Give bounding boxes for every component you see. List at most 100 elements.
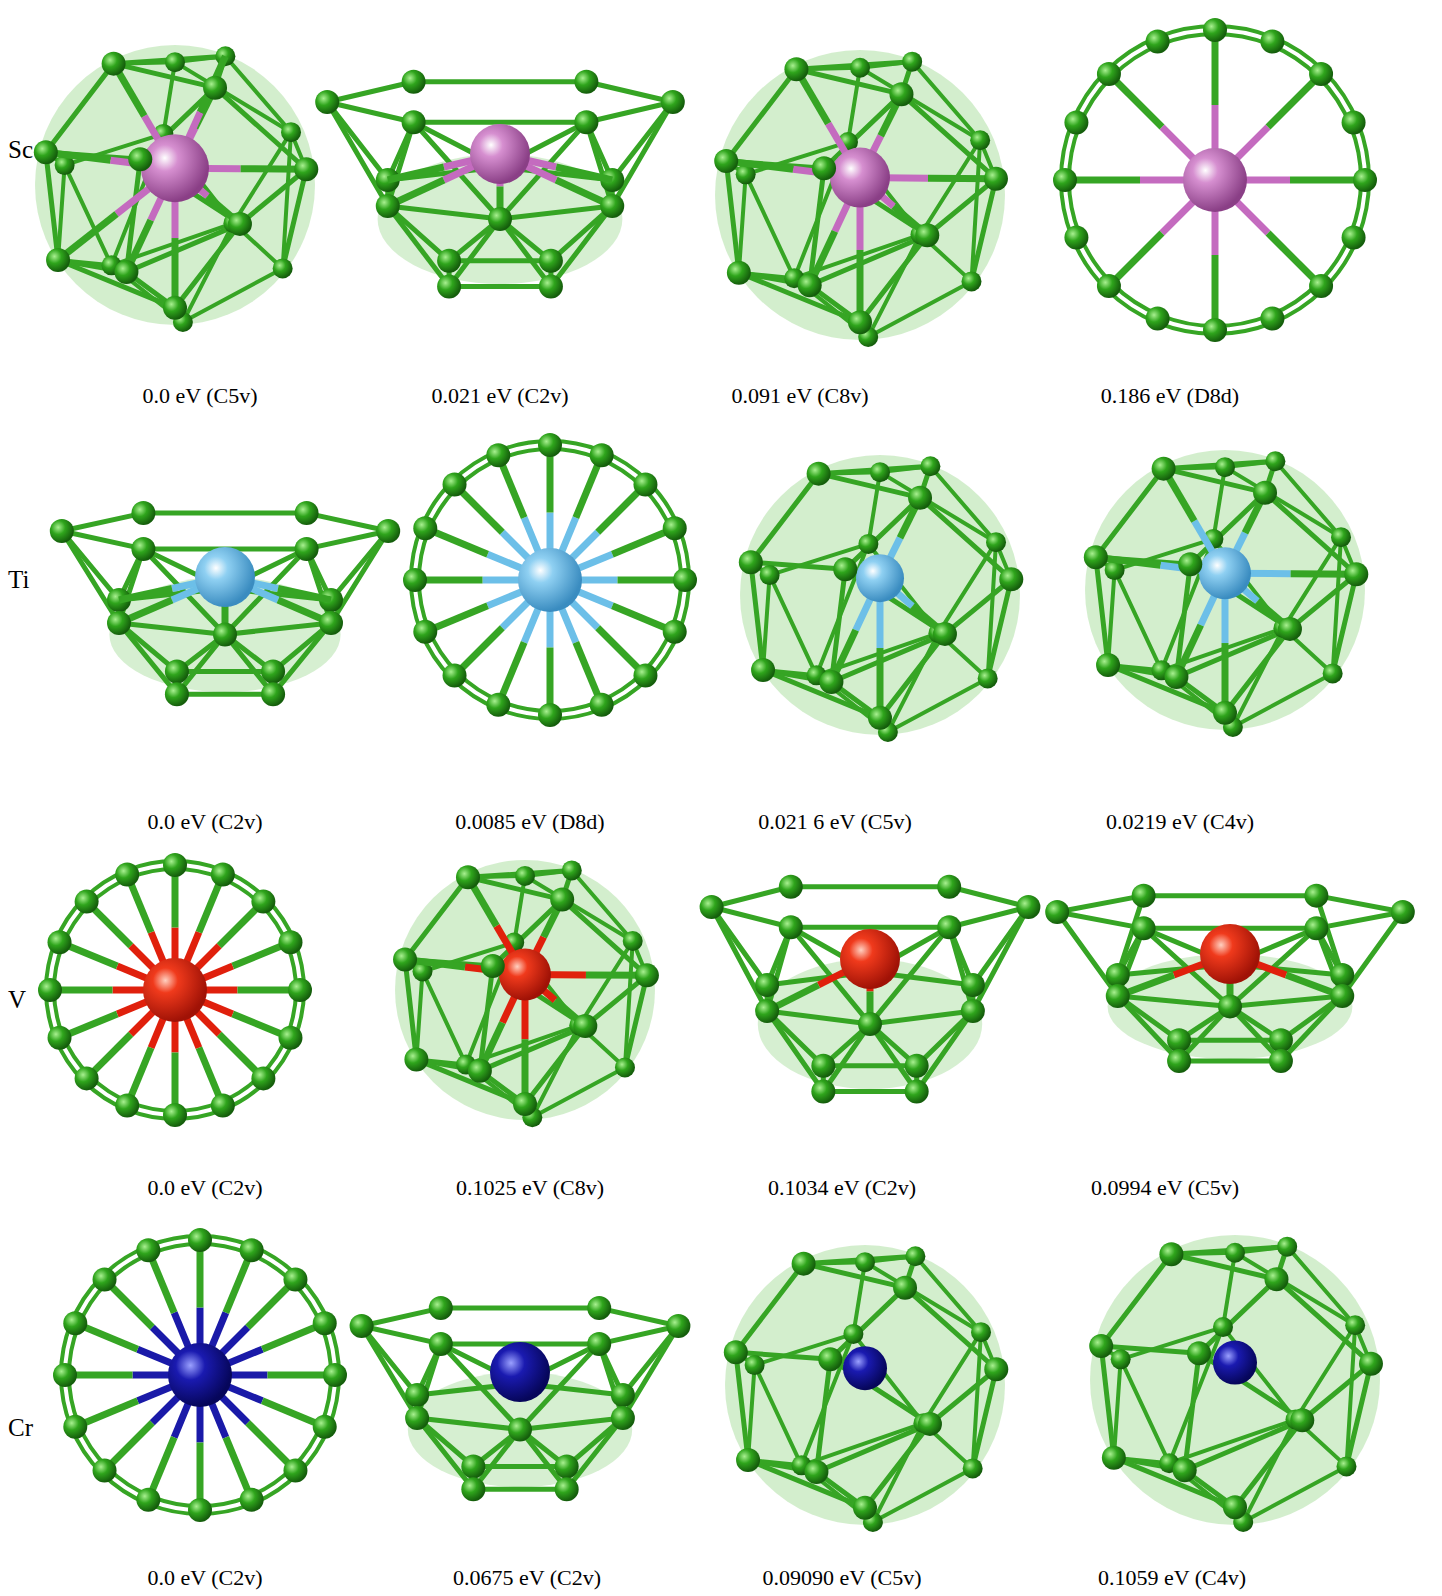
- carbon-atom: [850, 58, 870, 78]
- bond-line: [1230, 996, 1342, 1007]
- bond-line: [1169, 1420, 1295, 1464]
- carbon-atom: [539, 249, 563, 273]
- bond-line: [623, 1326, 679, 1395]
- energy-caption: 0.1034 eV (C2v): [768, 1176, 916, 1200]
- bond-line: [388, 206, 449, 286]
- energy-caption: 0.091 eV (C8v): [731, 384, 868, 408]
- carbon-atom: [905, 1246, 925, 1266]
- carbon-atom: [48, 1026, 72, 1050]
- carbon-atom: [984, 167, 1008, 191]
- carbon-atom: [313, 1415, 337, 1439]
- carbon-atom: [165, 52, 185, 72]
- carbon-atom: [1167, 1028, 1191, 1052]
- bond-line: [865, 1262, 981, 1332]
- carbon-atom: [1253, 481, 1277, 505]
- carbon-atom: [666, 1314, 690, 1338]
- carbon-atom: [562, 860, 582, 880]
- carbon-atom: [1278, 617, 1302, 641]
- bond-line: [58, 165, 65, 260]
- energy-caption: 0.0994 eV (C5v): [1091, 1176, 1239, 1200]
- carbon-atom: [1164, 665, 1188, 689]
- metal-atom: [143, 958, 207, 1022]
- bond-line: [1185, 1420, 1303, 1470]
- bond-line: [525, 876, 633, 941]
- carbon-atom: [1269, 1028, 1293, 1052]
- bond-line: [586, 82, 672, 102]
- bond-line: [853, 1262, 865, 1334]
- bond-line: [307, 513, 389, 531]
- bond-line: [949, 887, 1028, 907]
- carbon-atom: [811, 1079, 835, 1103]
- metal-atom: [518, 548, 582, 612]
- metal-atom: [843, 1346, 887, 1390]
- carbon-atom: [456, 865, 480, 889]
- carbon-atom: [779, 875, 803, 899]
- carbon-atom: [413, 620, 437, 644]
- metal-atom: [141, 134, 209, 202]
- bond-line: [923, 1332, 981, 1423]
- carbon-atom: [1391, 900, 1415, 924]
- carbon-atom: [468, 1059, 492, 1083]
- bond-line: [748, 1365, 755, 1460]
- face-shade: [715, 50, 1005, 340]
- carbon-atom: [163, 853, 187, 877]
- bond-line: [1287, 1247, 1355, 1326]
- face-shade: [1090, 1235, 1380, 1525]
- carbon-atom: [779, 915, 803, 939]
- carbon-atom: [937, 875, 961, 899]
- bond-line: [767, 1011, 870, 1024]
- carbon-atom: [784, 57, 808, 81]
- carbon-atom: [623, 931, 643, 951]
- bond-line: [441, 1306, 599, 1311]
- bond-line: [119, 623, 177, 694]
- carbon-atom: [1344, 562, 1368, 586]
- ring-bond: [1061, 26, 1369, 334]
- carbon-atom: [736, 1448, 760, 1472]
- carbon-atom: [53, 1363, 77, 1387]
- carbon-atom: [1159, 1242, 1183, 1266]
- carbon-atom: [1309, 274, 1333, 298]
- bond-line: [712, 887, 791, 907]
- carbon-atom: [590, 693, 614, 717]
- bond-line: [1223, 1253, 1235, 1327]
- carbon-atom: [727, 261, 751, 285]
- carbon-atom: [313, 1311, 337, 1335]
- bond-line: [46, 64, 114, 153]
- carbon-atom: [34, 140, 58, 164]
- carbon-atom: [1064, 225, 1088, 249]
- face-shade: [1085, 450, 1365, 730]
- carbon-atom: [211, 863, 235, 887]
- carbon-atom: [350, 1314, 374, 1338]
- bond-line: [1235, 1253, 1355, 1326]
- carbon-atom: [163, 296, 187, 320]
- carbon-atom: [114, 260, 138, 284]
- energy-caption: 0.0085 eV (D8d): [455, 810, 604, 834]
- carbon-atom: [38, 978, 62, 1002]
- carbon-atom: [240, 1488, 264, 1512]
- bond-line: [414, 79, 587, 84]
- carbon-atom: [1331, 527, 1351, 547]
- bond-line: [362, 1326, 418, 1395]
- carbon-atom: [1132, 884, 1156, 908]
- carbon-atom: [587, 1332, 611, 1356]
- bond-line: [755, 1365, 802, 1465]
- bond-line: [1144, 893, 1317, 898]
- carbon-atom: [405, 1406, 429, 1430]
- carbon-atom: [615, 1057, 635, 1077]
- carbon-atom: [1178, 552, 1202, 576]
- bond-line: [726, 69, 796, 161]
- bond-line: [327, 102, 388, 206]
- metal-atom: [1213, 1341, 1257, 1385]
- carbon-atom: [513, 1092, 537, 1116]
- carbon-atom: [93, 1458, 117, 1482]
- carbon-atom: [1132, 916, 1156, 940]
- carbon-atom: [961, 271, 981, 291]
- metal-bond: [388, 167, 444, 180]
- carbon-atom: [739, 550, 763, 574]
- carbon-atom: [1260, 307, 1284, 331]
- carbon-atom: [848, 310, 872, 334]
- carbon-atom: [986, 532, 1006, 552]
- carbon-atom: [858, 534, 878, 554]
- carbon-atom: [1304, 884, 1328, 908]
- carbon-atom: [978, 668, 998, 688]
